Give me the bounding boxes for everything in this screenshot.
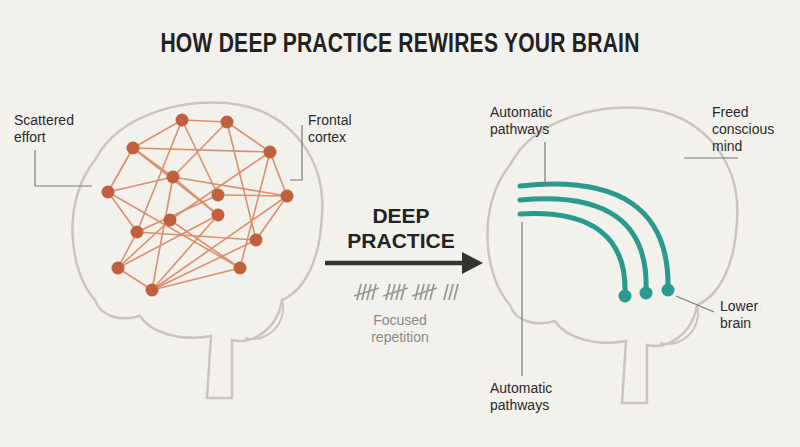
neural-network	[108, 120, 287, 290]
process-label: DEEP PRACTICE	[345, 203, 457, 253]
right-brain	[487, 108, 737, 403]
left-brain	[72, 103, 322, 398]
cerebellum-line	[245, 300, 283, 339]
callout-label: Automatic pathways	[490, 380, 572, 414]
process-note: Focused repetition	[345, 312, 455, 346]
callout-label: Scattered effort	[14, 112, 88, 146]
diagram-title: HOW DEEP PRACTICE REWIRES YOUR BRAIN	[160, 28, 639, 59]
left-leaders	[35, 125, 302, 186]
pathway-ends	[619, 284, 675, 303]
callout-label: Freed conscious mind	[712, 104, 794, 154]
cerebellum-line	[660, 305, 698, 344]
callout-label: Frontal cortex	[308, 112, 380, 146]
tally-marks	[354, 284, 458, 300]
automatic-pathways	[520, 184, 668, 294]
brain-outline	[487, 108, 737, 403]
callout-label: Automatic pathways	[490, 104, 572, 138]
brain-outline	[72, 103, 322, 398]
right-leaders	[522, 142, 738, 376]
deep-practice-arrow	[325, 252, 483, 274]
neuron-dots	[102, 114, 294, 297]
callout-label: Lower brain	[720, 298, 784, 332]
